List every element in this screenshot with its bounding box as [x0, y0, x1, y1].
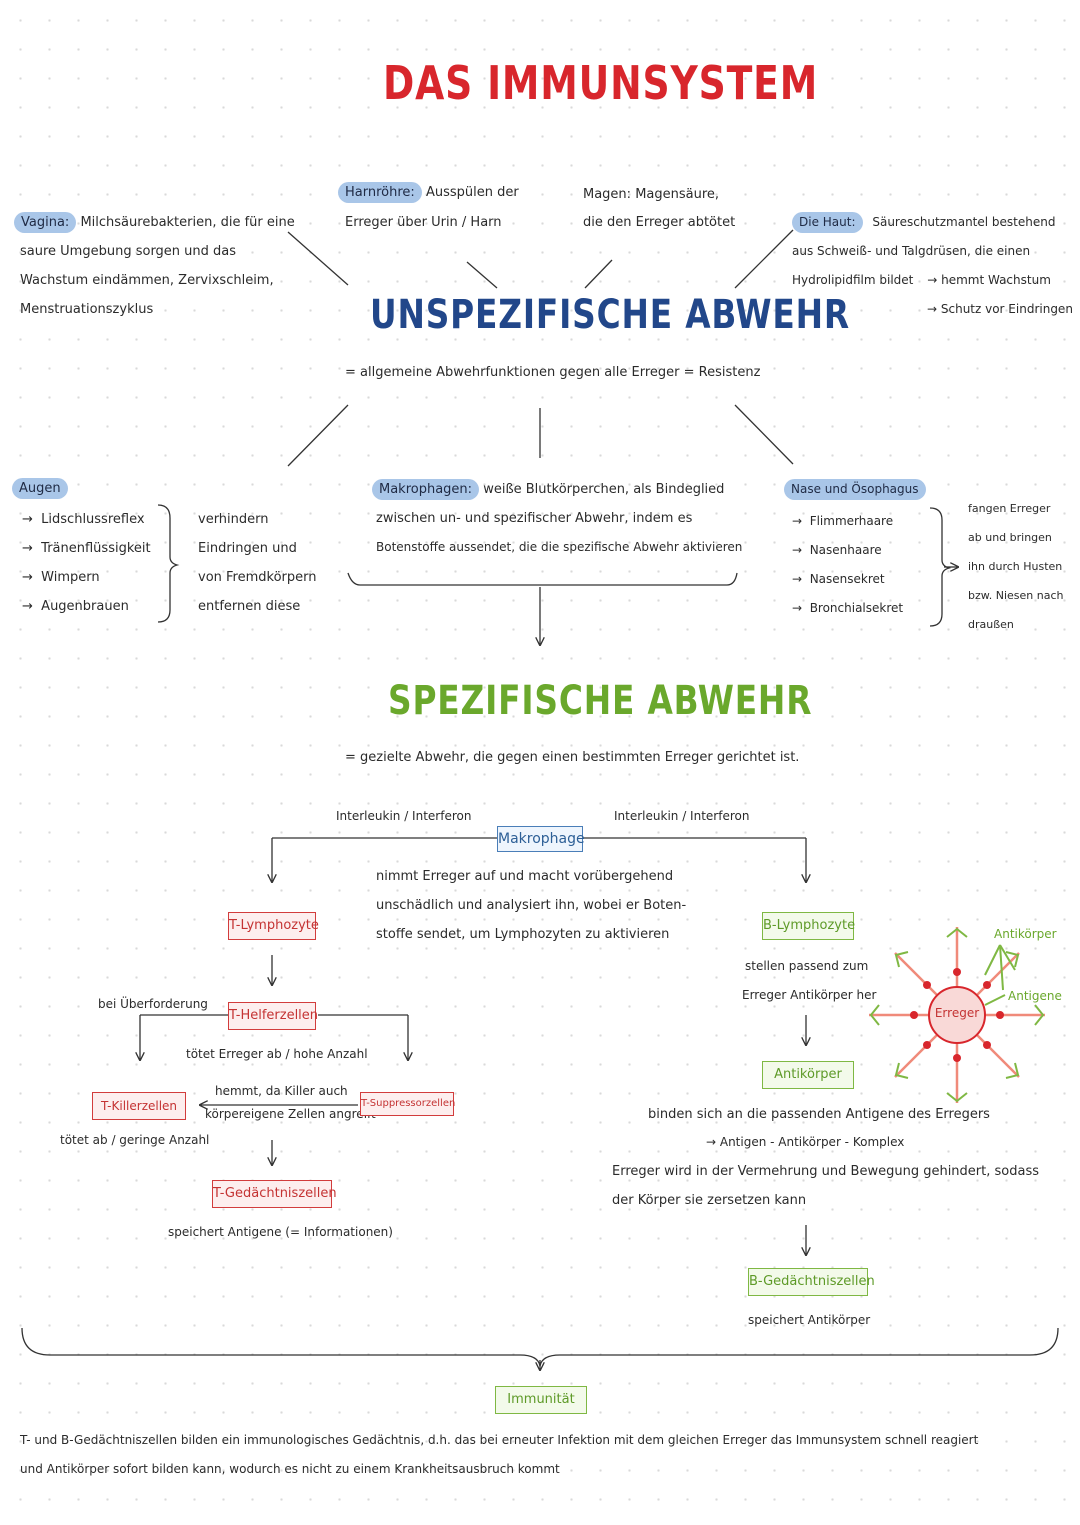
- harnroehre-label: Harnröhre:: [338, 182, 422, 203]
- nase-note: fangen Erreger ab und bringen ihn durch …: [968, 502, 1064, 631]
- harnroehre-line2: Erreger über Urin / Harn: [345, 215, 502, 230]
- harnroehre-line1: Ausspülen der: [425, 185, 519, 200]
- antikoerper-box: Antikörper: [762, 1061, 854, 1089]
- haut-note: Die Haut: Säureschutzmantel bestehend au…: [792, 208, 1073, 324]
- b-desc: stellen passend zum Erreger Antikörper h…: [742, 959, 877, 1002]
- specific-definition: = gezielte Abwehr, die gegen einen besti…: [345, 750, 800, 765]
- auge-list: → Lidschlussreflex → Tränenflüssigkeit →…: [22, 505, 151, 621]
- haut-line3: Hydrolipidfilm bildet: [792, 273, 914, 287]
- bei-ueberforderung: bei Überforderung: [98, 997, 208, 1011]
- unspecific-definition: = allgemeine Abwehrfunktionen gegen alle…: [345, 365, 761, 380]
- magen-note: Magen: Magensäure,: [583, 180, 719, 209]
- specific-heading: SPEZIFISCHE ABWEHR: [388, 678, 813, 724]
- komplex-text: → Antigen - Antikörper - Komplex: [706, 1135, 905, 1149]
- t-lymphozyte-box: T-Lymphozyte: [228, 912, 319, 940]
- auge-label-wrap: Augen: [12, 474, 68, 503]
- magen-line2: die den Erreger abtötet: [583, 215, 736, 230]
- interleukin-left: Interleukin / Interferon: [336, 809, 472, 823]
- vagina-note: Vagina: Milchsäurebakterien, die für ein…: [14, 208, 295, 324]
- makrophagen-line3: Botenstoffe aussendet, die die spezifisc…: [376, 540, 743, 554]
- nase-label: Nase und Ösophagus: [784, 479, 926, 500]
- haut-label: Die Haut:: [792, 212, 863, 233]
- nase-list: → Flimmerhaare → Nasenhaare → Nasensekre…: [792, 507, 903, 623]
- auge-item: → Augenbrauen: [22, 599, 129, 614]
- vagina-line3: Wachstum eindämmen, Zervixschleim,: [20, 273, 274, 288]
- makrophage-desc: nimmt Erreger auf und macht vorübergehen…: [376, 869, 687, 942]
- t-killerzellen-box: T-Killerzellen: [92, 1092, 186, 1120]
- binden-text: binden sich an die passenden Antigene de…: [648, 1107, 990, 1122]
- harnroehre-note: Harnröhre: Ausspülen der: [338, 178, 519, 207]
- erreger-bewegung: Erreger wird in der Vermehrung und Beweg…: [612, 1164, 1039, 1208]
- nase-item: → Nasenhaare: [792, 543, 882, 557]
- nase-item: → Bronchialsekret: [792, 601, 904, 615]
- vagina-line1: Milchsäurebakterien, die für eine: [80, 215, 295, 230]
- toetet-ab: tötet ab / geringe Anzahl: [60, 1133, 210, 1147]
- t-suppressorzellen-box: T-Suppressorzellen: [360, 1092, 455, 1116]
- vagina-label: Vagina:: [14, 212, 77, 233]
- t-gedaechtniszellen-box: T-Gedächtniszellen: [212, 1180, 337, 1208]
- speichert-antikoerper: speichert Antikörper: [748, 1313, 871, 1327]
- toetet-erreger: tötet Erreger ab / hohe Anzahl: [186, 1047, 368, 1061]
- makrophage-box: Makrophage: [497, 826, 585, 852]
- b-lymphozyte-box: B-Lymphozyte: [762, 912, 855, 940]
- t-helferzellen-box: T-Helferzellen: [228, 1002, 318, 1030]
- haut-arrow2: → Schutz vor Eindringen: [927, 302, 1073, 316]
- auge-item: → Lidschlussreflex: [22, 512, 145, 527]
- auge-note: verhindern Eindringen und von Fremdkörpe…: [198, 512, 317, 614]
- immunitaet-text: T- und B-Gedächtniszellen bilden ein imm…: [20, 1433, 979, 1476]
- vagina-line4: Menstruationszyklus: [20, 302, 154, 317]
- erreger-illustration: [869, 927, 1045, 1103]
- speichert-antigene: speichert Antigene (= Informationen): [168, 1225, 393, 1239]
- page-title: DAS IMMUNSYSTEM: [383, 56, 819, 110]
- erreger-label: Erreger: [934, 1006, 980, 1020]
- antigene-label: Antigene: [1008, 989, 1062, 1003]
- magen-line1: Magensäure,: [635, 187, 720, 202]
- magen-label: Magen:: [583, 187, 632, 202]
- haut-line1: Säureschutzmantel bestehend: [872, 215, 1056, 229]
- b-gedaechtniszellen-box: B-Gedächtniszellen: [748, 1268, 875, 1296]
- interleukin-right: Interleukin / Interferon: [614, 809, 750, 823]
- unspecific-heading: UNSPEZIFISCHE ABWEHR: [370, 292, 851, 338]
- makrophagen-note: Makrophagen: weiße Blutkörperchen, als B…: [372, 475, 742, 562]
- immunitaet-box: Immunität: [495, 1386, 587, 1414]
- nase-item: → Nasensekret: [792, 572, 885, 586]
- auge-item: → Wimpern: [22, 570, 100, 585]
- makrophagen-label: Makrophagen:: [372, 479, 480, 500]
- haut-arrow1: → hemmt Wachstum: [927, 273, 1051, 287]
- hemmt-text: hemmt, da Killer auch körpereigene Zelle…: [205, 1084, 376, 1121]
- nase-item: → Flimmerhaare: [792, 514, 894, 528]
- makrophagen-line2: zwischen un- und spezifischer Abwehr, in…: [376, 511, 693, 526]
- vagina-line2: saure Umgebung sorgen und das: [20, 244, 237, 259]
- nase-label-wrap: Nase und Ösophagus: [784, 475, 926, 504]
- antikoerper-label: Antikörper: [994, 927, 1057, 941]
- haut-line2: aus Schweiß- und Talgdrüsen, die einen: [792, 244, 1031, 258]
- makrophagen-line1: weiße Blutkörperchen, als Bindeglied: [483, 482, 725, 497]
- auge-item: → Tränenflüssigkeit: [22, 541, 151, 556]
- auge-label: Augen: [12, 478, 68, 499]
